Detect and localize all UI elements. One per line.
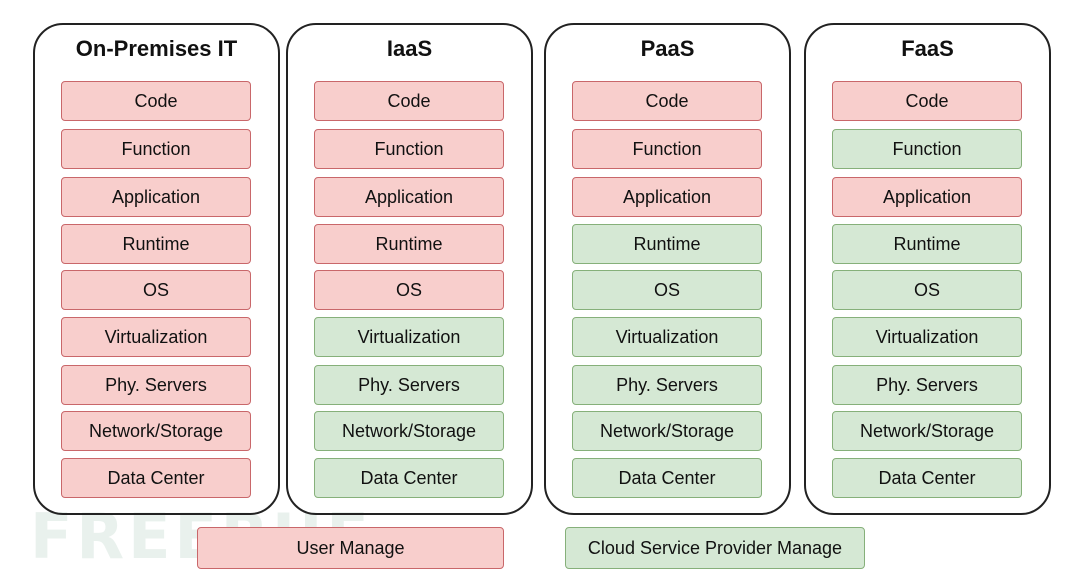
- layer-application: Application: [572, 177, 762, 217]
- layer-network-storage: Network/Storage: [572, 411, 762, 451]
- layer-os: OS: [832, 270, 1022, 310]
- layer-function: Function: [572, 129, 762, 169]
- layer-network-storage: Network/Storage: [61, 411, 251, 451]
- layer-data-center: Data Center: [572, 458, 762, 498]
- column-title: PaaS: [640, 36, 695, 61]
- layer-phy-servers: Phy. Servers: [832, 365, 1022, 405]
- layer-os: OS: [61, 270, 251, 310]
- layer-phy-servers: Phy. Servers: [61, 365, 251, 405]
- layer-virtualization: Virtualization: [314, 317, 504, 357]
- layer-data-center: Data Center: [832, 458, 1022, 498]
- column-title: FaaS: [901, 36, 954, 61]
- layer-virtualization: Virtualization: [832, 317, 1022, 357]
- layer-code: Code: [572, 81, 762, 121]
- layer-function: Function: [832, 129, 1022, 169]
- layer-os: OS: [314, 270, 504, 310]
- layer-data-center: Data Center: [61, 458, 251, 498]
- layer-application: Application: [832, 177, 1022, 217]
- layer-virtualization: Virtualization: [61, 317, 251, 357]
- layer-function: Function: [314, 129, 504, 169]
- layer-network-storage: Network/Storage: [314, 411, 504, 451]
- layer-code: Code: [314, 81, 504, 121]
- layer-application: Application: [314, 177, 504, 217]
- layer-runtime: Runtime: [572, 224, 762, 264]
- layer-os: OS: [572, 270, 762, 310]
- legend-user-manage: User Manage: [197, 527, 504, 569]
- layer-phy-servers: Phy. Servers: [572, 365, 762, 405]
- layer-virtualization: Virtualization: [572, 317, 762, 357]
- layer-runtime: Runtime: [314, 224, 504, 264]
- layer-network-storage: Network/Storage: [832, 411, 1022, 451]
- column-title: IaaS: [386, 36, 433, 61]
- layer-code: Code: [61, 81, 251, 121]
- layer-runtime: Runtime: [61, 224, 251, 264]
- layer-function: Function: [61, 129, 251, 169]
- column-title: On-Premises IT: [75, 36, 238, 61]
- legend-provider-manage: Cloud Service Provider Manage: [565, 527, 865, 569]
- layer-data-center: Data Center: [314, 458, 504, 498]
- layer-code: Code: [832, 81, 1022, 121]
- layer-runtime: Runtime: [832, 224, 1022, 264]
- layer-application: Application: [61, 177, 251, 217]
- layer-phy-servers: Phy. Servers: [314, 365, 504, 405]
